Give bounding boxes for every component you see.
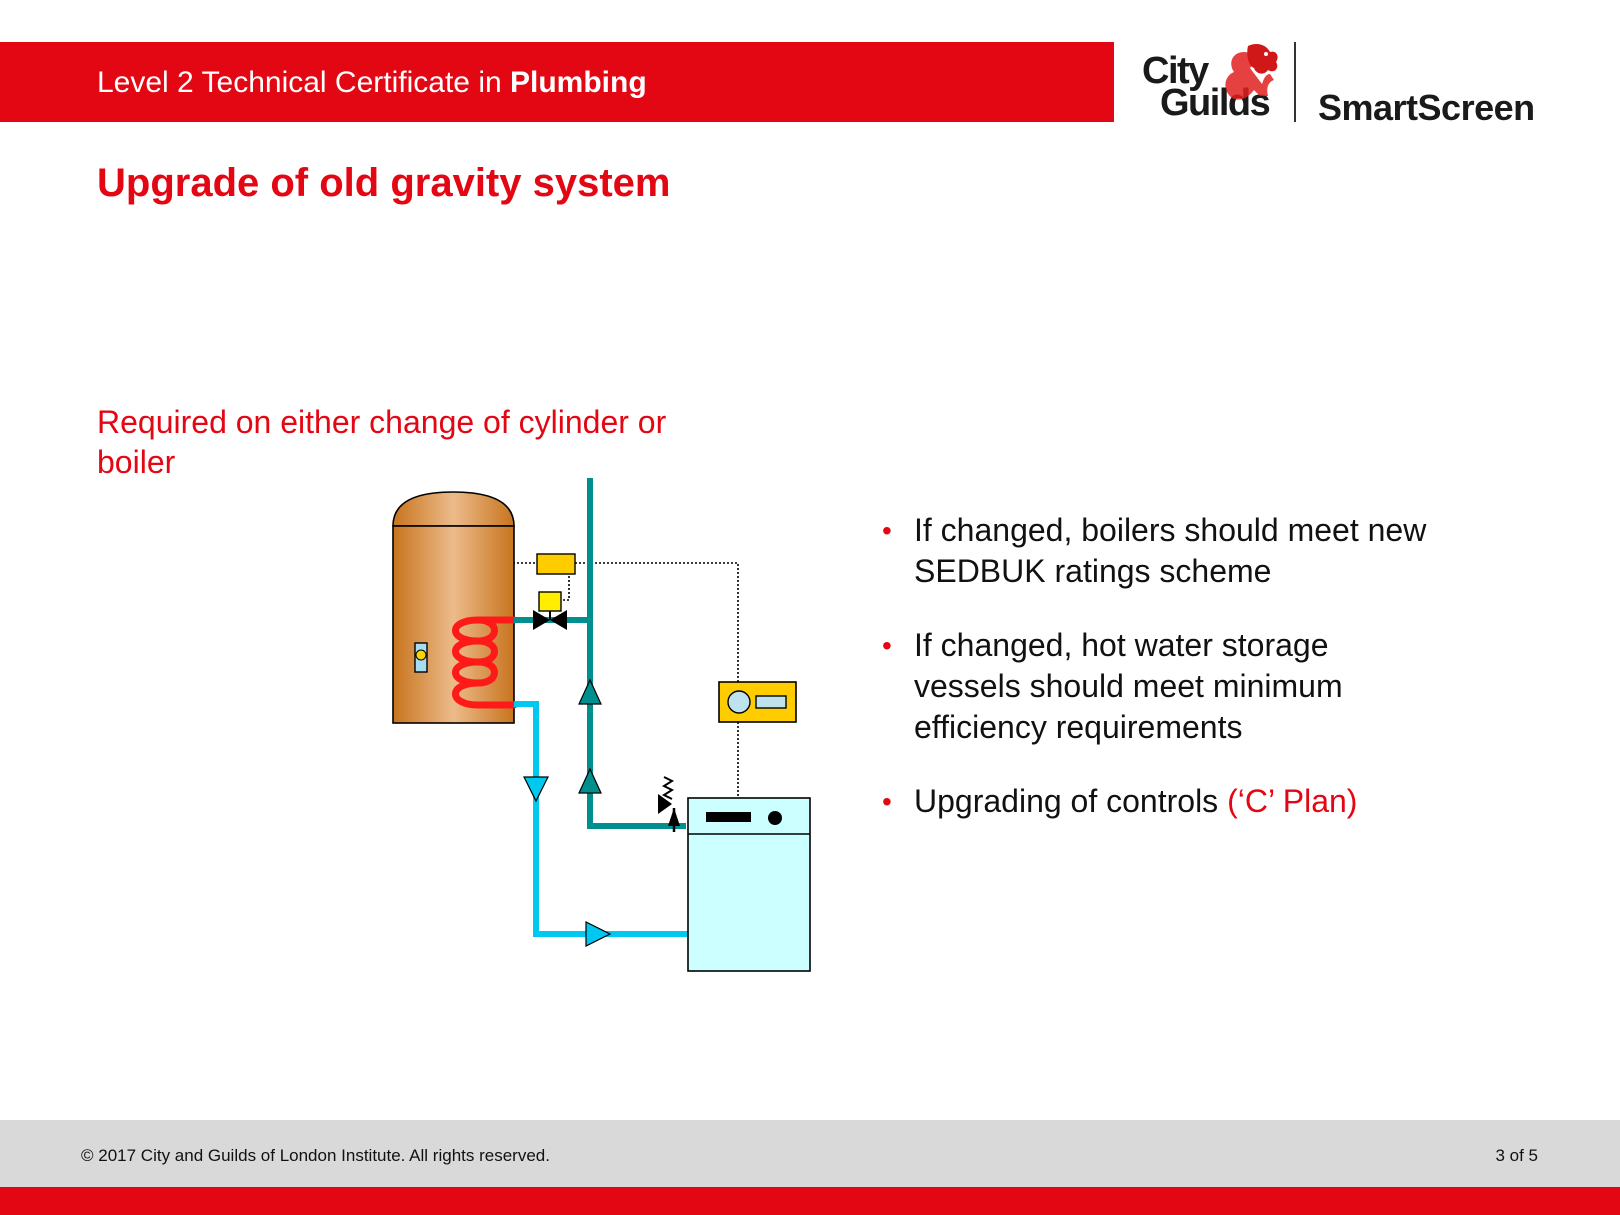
bottom-brand-bar (0, 1187, 1620, 1215)
boiler-icon (687, 797, 811, 972)
logo-city-text: City (1142, 50, 1209, 92)
wiring-centre-icon (536, 553, 576, 575)
bullet-item: If changed, hot water storage vessels sh… (880, 625, 1440, 748)
programmer-icon (718, 681, 797, 723)
course-title-prefix: Level 2 Technical Certificate in (97, 66, 510, 99)
header-bar (0, 42, 1114, 122)
bullet-text: If changed, hot water storage vessels sh… (914, 627, 1343, 745)
course-title-subject: Plumbing (510, 66, 647, 99)
return-direction-arrow-icon (585, 921, 612, 947)
hot-water-cylinder (392, 491, 515, 724)
city-guilds-smartscreen-logo: City Guilds SmartScreen (1138, 40, 1538, 128)
c-plan-heating-diagram (392, 478, 811, 972)
slide-subtitle: Required on either change of cylinder or… (97, 404, 667, 480)
bullet-item: If changed, boilers should meet new SEDB… (880, 510, 1440, 592)
footer-bar: © 2017 City and Guilds of London Institu… (0, 1120, 1620, 1187)
primary-flow-pipe (514, 478, 686, 829)
bullet-list: If changed, boilers should meet new SEDB… (880, 510, 1440, 855)
page-number: 3 of 5 (1495, 1146, 1538, 1165)
logo-smartscreen-text: SmartScreen (1318, 87, 1535, 128)
bullet-text: Upgrading of controls (914, 783, 1228, 819)
heating-coil (452, 616, 518, 709)
flow-direction-arrow-icon (578, 767, 602, 794)
bullet-text: If changed, boilers should meet new SEDB… (914, 512, 1427, 589)
logo-divider (1294, 42, 1296, 122)
bullet-highlight: (‘C’ Plan) (1227, 783, 1358, 819)
lion-ampersand-icon (1225, 44, 1278, 100)
flow-direction-arrow-icon (578, 678, 602, 705)
course-title: Level 2 Technical Certificate in Plumbin… (97, 66, 647, 100)
return-direction-arrow-icon (523, 776, 549, 803)
slide-title: Upgrade of old gravity system (97, 161, 671, 205)
pressure-relief-valve-icon (658, 776, 680, 832)
primary-return-pipe (514, 701, 690, 937)
copyright-text: © 2017 City and Guilds of London Institu… (81, 1146, 550, 1165)
motorised-valve-icon (533, 591, 567, 630)
cylinder-thermostat-icon (414, 642, 428, 673)
bullet-item: Upgrading of controls (‘C’ Plan) (880, 781, 1440, 822)
